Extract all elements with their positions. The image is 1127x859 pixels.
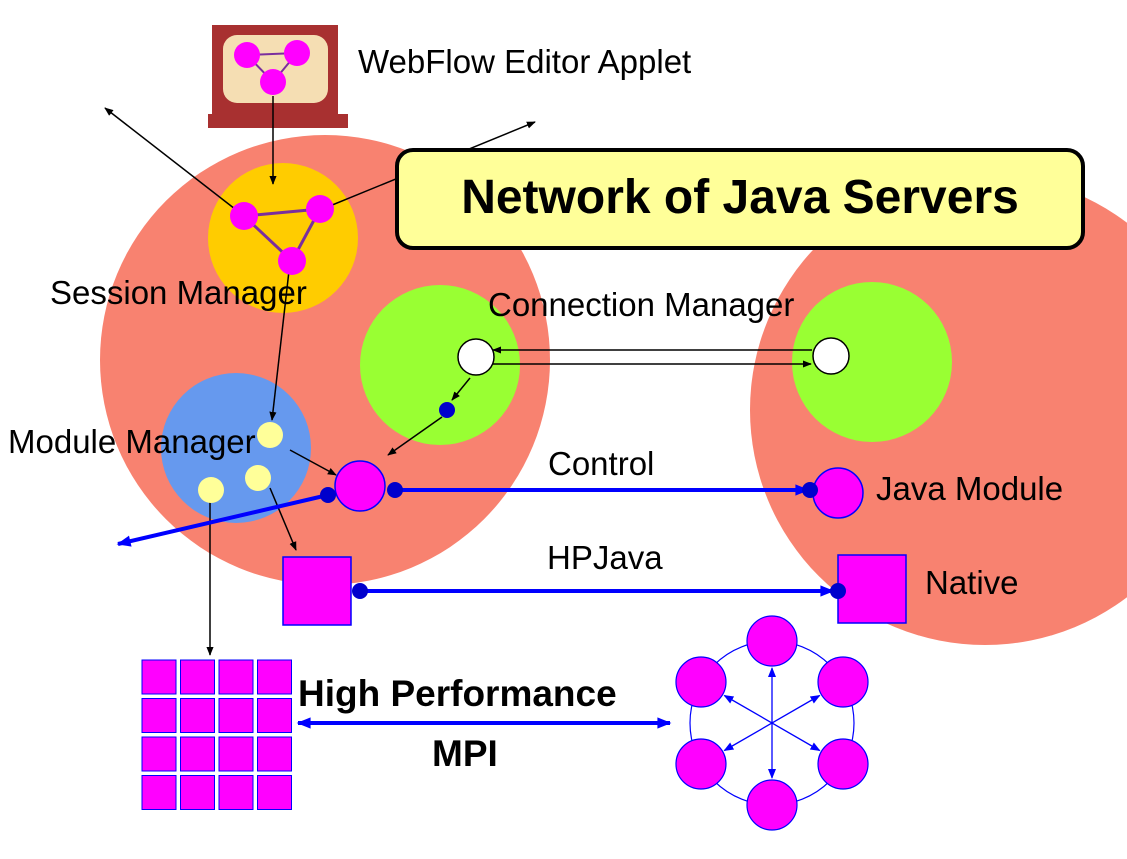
- grid-cell: [218, 775, 254, 810]
- connection-manager-label: Connection Manager: [488, 286, 794, 323]
- outbound-link: [116, 493, 329, 547]
- grid-cell: [218, 659, 254, 695]
- control-label: Control: [548, 445, 654, 482]
- grid-cell: [180, 736, 215, 772]
- connection-manager-circle-right: [792, 282, 952, 442]
- ring-node: [746, 779, 798, 831]
- port-dot: [352, 583, 368, 599]
- grid-cell: [141, 775, 177, 810]
- processor-ring: [675, 615, 869, 831]
- grid-cell: [141, 698, 177, 733]
- grid-cell: [257, 698, 292, 733]
- grid-cell: [180, 659, 215, 695]
- session-graph-icon: [230, 195, 334, 275]
- hpjava-label: HPJava: [547, 539, 663, 576]
- connection-node-left: [457, 338, 495, 376]
- port-dot: [387, 482, 403, 498]
- grid-cell: [257, 775, 292, 810]
- webflow-monitor-icon: [208, 25, 348, 128]
- grid-cell: [257, 659, 292, 695]
- session-manager-label: Session Manager: [50, 274, 307, 311]
- connection-node-right: [812, 337, 850, 375]
- ring-node: [817, 738, 869, 790]
- grid-cell: [218, 698, 254, 733]
- grid-cell: [180, 698, 215, 733]
- grid-cell: [141, 659, 177, 695]
- native-square-left: [282, 556, 352, 626]
- grid-cell: [141, 736, 177, 772]
- high-performance-label: High Performance: [298, 673, 617, 714]
- java-module-node-right: [812, 467, 864, 519]
- port-dot: [802, 482, 818, 498]
- native-square-right: [837, 554, 907, 624]
- mpi-label: MPI: [432, 733, 498, 774]
- module-manager-label: Module Manager: [8, 423, 256, 460]
- java-module-node-left: [334, 460, 386, 512]
- grid-cell: [218, 736, 254, 772]
- title-box: [395, 148, 1085, 250]
- connection-port-dot: [439, 402, 455, 418]
- ring-node: [817, 656, 869, 708]
- ring-node: [675, 656, 727, 708]
- module-manager-nodes: [198, 422, 283, 503]
- port-dot: [320, 487, 336, 503]
- grid-cell: [180, 775, 215, 810]
- ring-node: [675, 738, 727, 790]
- ring-connection: [723, 694, 821, 752]
- webflow-editor-label: WebFlow Editor Applet: [358, 43, 691, 80]
- grid-cell: [257, 736, 292, 772]
- ring-node: [746, 615, 798, 667]
- connection-manager-circle-left: [360, 285, 520, 445]
- port-dot: [830, 583, 846, 599]
- processor-grid: [141, 659, 292, 810]
- diagram-title: Network of Java Servers: [461, 171, 1019, 224]
- native-label: Native: [925, 564, 1019, 601]
- java-module-label: Java Module: [876, 470, 1063, 507]
